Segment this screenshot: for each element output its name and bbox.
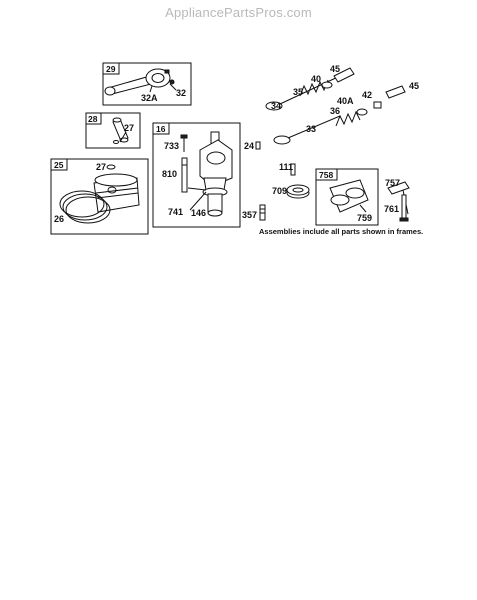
label-35: 35 xyxy=(293,87,303,97)
label-42: 42 xyxy=(362,90,372,100)
label-36: 36 xyxy=(330,106,340,116)
label-40: 40 xyxy=(311,74,321,84)
label-810: 810 xyxy=(162,169,177,179)
label-34: 34 xyxy=(271,101,281,111)
assemblies-note: Assemblies include all parts shown in fr… xyxy=(259,227,423,236)
label-27-clip: 27 xyxy=(96,162,106,172)
frame-758-rocker-bracket[interactable]: 758 xyxy=(315,168,379,226)
label-733: 733 xyxy=(164,141,179,151)
part-357-bolt[interactable] xyxy=(259,204,266,221)
label-45-top: 45 xyxy=(330,64,340,74)
label-357: 357 xyxy=(242,210,257,220)
part-761-screw[interactable] xyxy=(399,194,409,222)
label-32A: 32A xyxy=(141,93,158,103)
label-24: 24 xyxy=(244,141,254,151)
part-111-pin[interactable] xyxy=(290,163,296,176)
frame-28-piston-pin[interactable]: 28 xyxy=(85,112,141,149)
label-45-right: 45 xyxy=(409,81,419,91)
label-33: 33 xyxy=(306,124,316,134)
part-24-key[interactable] xyxy=(255,141,261,150)
label-32: 32 xyxy=(176,88,186,98)
frame-16-crankshaft[interactable]: 16 xyxy=(152,122,241,228)
label-759: 759 xyxy=(357,213,372,223)
label-709: 709 xyxy=(272,186,287,196)
label-757: 757 xyxy=(385,178,400,188)
frame-16-number: 16 xyxy=(156,124,166,134)
frame-25-piston[interactable]: 25 xyxy=(50,158,149,235)
label-26: 26 xyxy=(54,214,64,224)
frame-25-number: 25 xyxy=(54,160,64,170)
frame-29-number: 29 xyxy=(106,64,116,74)
frame-758-number: 758 xyxy=(319,170,333,180)
frame-29-connecting-rod[interactable]: 29 xyxy=(102,62,192,106)
watermark: AppliancePartsPros.com xyxy=(165,5,312,20)
label-146: 146 xyxy=(191,208,206,218)
label-741: 741 xyxy=(168,207,183,217)
label-111: 111 xyxy=(279,162,293,172)
label-761: 761 xyxy=(384,204,399,214)
valve-train-group[interactable] xyxy=(265,67,406,145)
label-40A: 40A xyxy=(337,96,354,106)
label-27-pin: 27 xyxy=(124,123,134,133)
frame-28-number: 28 xyxy=(88,114,98,124)
part-709-seal[interactable] xyxy=(286,184,310,199)
